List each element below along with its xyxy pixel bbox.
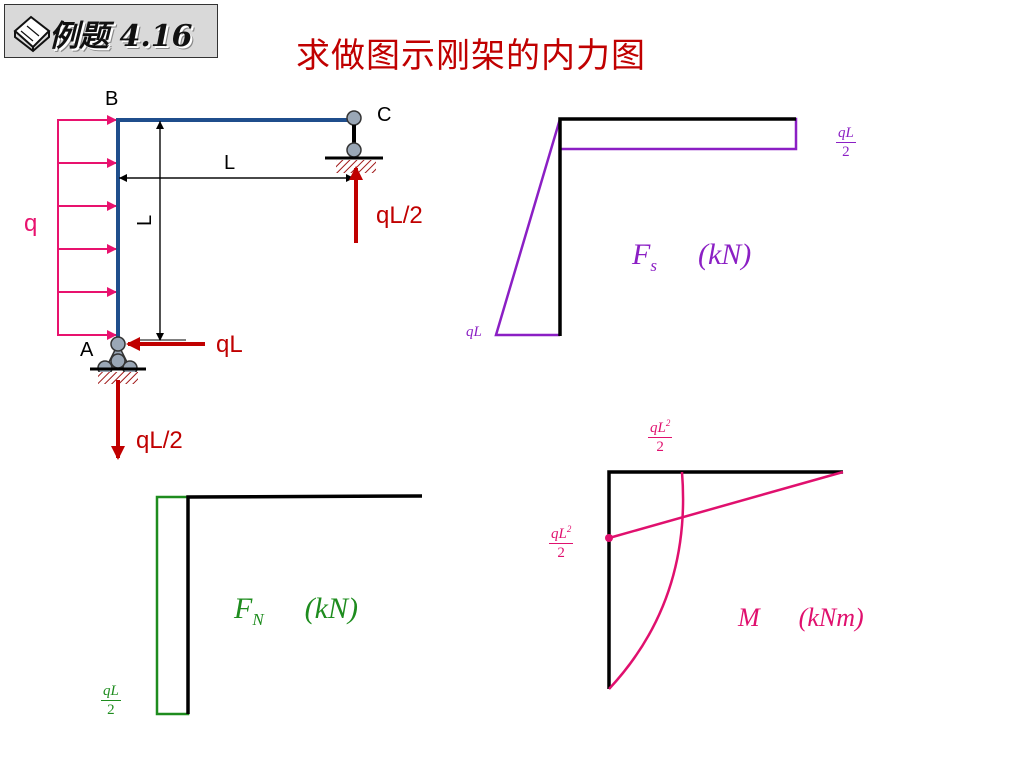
moment-left-value: qL2 2 [549,520,574,562]
example-number: 例题 4.16 [49,19,193,54]
moment-curve-column [608,471,685,690]
normal-frame-axis [186,494,423,714]
reaction-label-c: qL/2 [376,202,423,229]
moment-top-value: qL2 2 [648,414,673,456]
example-badge: 例题 4.16 [4,4,218,58]
moment-diagram-label: M (kNm) [738,603,864,632]
normal-diagram-label: FN (kN) [234,592,358,629]
reaction-label-a-horizontal: qL [216,331,243,358]
book-icon [13,15,51,53]
reaction-label-a-vertical: qL/2 [136,427,183,454]
frame-members [116,118,354,342]
shear-top-value: qL 2 [836,125,856,160]
shear-diagram-label: Fs (kN) [632,238,752,275]
shear-bottom-value: qL [466,324,482,340]
node-label-c: C [377,104,392,126]
moment-point [605,534,613,542]
moment-line-beam [608,470,844,540]
distributed-load [57,115,117,340]
node-label-b: B [105,88,119,110]
pin-support-a [90,336,146,384]
shear-frame-axis [558,117,796,336]
dimension-label-horizontal: L [224,152,236,174]
load-label-q: q [24,210,38,237]
node-label-a: A [80,339,94,361]
normal-value: qL 2 [101,683,121,718]
moment-frame-axis [607,470,843,689]
shear-region-column [494,118,562,337]
slide-title: 求做图示刚架的内力图 [296,36,646,76]
